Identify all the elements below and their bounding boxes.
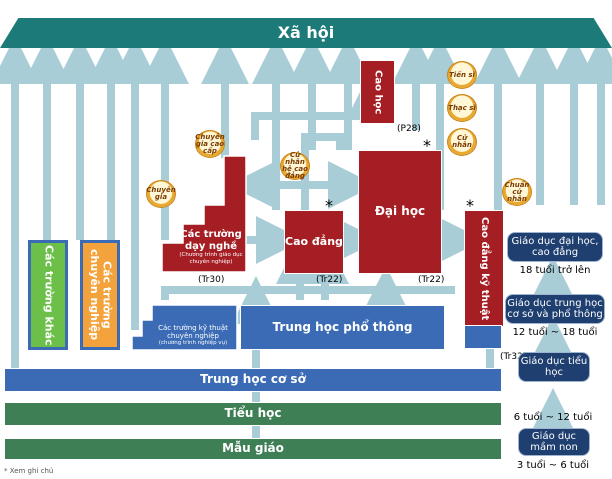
truong-chuyen-nghiep-label: Các trường chuyên nghiệp — [88, 249, 114, 341]
legend-dai-hoc-cao-dang: Giáo dục đại học, cao đẳng — [507, 232, 603, 262]
ky-thuat-chuyen-nghiep-label-wrap: Các trường kỹ thuật chuyên nghiệp (chươn… — [148, 320, 238, 350]
star-cao-dang-ky-thuat: * — [466, 196, 474, 215]
technical-step-shape — [131, 304, 238, 351]
badge-cu-nhan-he-cao-dang: Cử nhân hệ cao đẳng — [280, 152, 310, 180]
truong-day-nghe-note: (Chương trình giáo dục chuyên nghiệp) — [179, 252, 243, 265]
thcs-label: Trung học cơ sở — [200, 372, 306, 387]
truong-chuyen-nghiep-box: Các trường chuyên nghiệp — [80, 240, 120, 350]
legend-mam-non: Giáo dục mầm non — [518, 428, 590, 456]
tr22-ref-a: (Tr22) — [316, 275, 343, 285]
ky-thuat-chuyen-nghiep-label: Các trường kỹ thuật chuyên nghiệp — [158, 323, 228, 340]
truong-day-nghe-label: Các trường dạy nghề — [180, 229, 242, 252]
thpt-label: Trung học phổ thông — [272, 319, 413, 334]
dai-hoc-label: Đại học — [374, 204, 426, 219]
badge-cu-nhan: Cử nhân — [447, 128, 477, 156]
cao-dang-label: Cao đẳng — [285, 234, 343, 248]
tieu-hoc-bar: Tiểu học — [4, 402, 502, 426]
tr30-ref: (Tr30) — [198, 275, 225, 285]
thpt-box: Trung học phổ thông — [240, 305, 445, 350]
tieu-hoc-label: Tiểu học — [224, 406, 282, 421]
truong-day-nghe-label-wrap: Các trường dạy nghề (Chương trình giáo d… — [175, 222, 247, 272]
tr32-ref: (Tr32) — [500, 352, 527, 362]
cao-hoc-label: Cao học — [372, 69, 384, 115]
badge-thac-si: Thạc sĩ — [447, 94, 477, 122]
tr22-ref-b: (Tr22) — [418, 275, 445, 285]
cao-dang-ky-thuat-base — [464, 325, 502, 349]
badge-chuan-cu-nhan: Chuẩn cử nhân — [502, 178, 532, 206]
legend-age-3-6: 3 tuổi ~ 6 tuổi — [516, 460, 590, 471]
dai-hoc-box: Đại học — [358, 150, 442, 274]
society-label: Xã hội — [277, 22, 335, 42]
society-bar: Xã hội — [0, 18, 612, 48]
badge-chuyen-gia: Chuyên gia — [146, 180, 176, 208]
mau-giao-bar: Mẫu giáo — [4, 438, 502, 460]
cao-dang-ky-thuat-label: Cao đẳng kỹ thuật — [478, 216, 490, 321]
legend-age-12-18: 12 tuổi ~ 18 tuổi — [512, 327, 598, 338]
legend-age-18-plus: 18 tuổi trở lên — [519, 265, 591, 276]
footnote: * Xem ghi chú — [4, 467, 54, 475]
vocational-step-shape — [161, 155, 247, 273]
legend-trung-hoc: Giáo dục trung học cơ sở và phổ thông — [505, 294, 605, 324]
cao-dang-ky-thuat-box: Cao đẳng kỹ thuật — [464, 210, 504, 327]
ky-thuat-chuyen-nghiep-note: (chương trình nghiệp vụ) — [158, 339, 228, 346]
truong-khac-box: Các trường khác — [28, 240, 68, 350]
cao-dang-box: Cao đẳng — [284, 210, 344, 274]
badge-chuyen-gia-cao-cap: Chuyên gia cao cấp — [195, 130, 225, 158]
legend-tieu-hoc: Giáo dục tiểu học — [518, 352, 590, 382]
thcs-bar: Trung học cơ sở — [4, 368, 502, 392]
badge-tien-si: Tiến sĩ — [447, 61, 477, 89]
star-dai-hoc: * — [423, 136, 431, 155]
truong-khac-label: Các trường khác — [42, 244, 56, 346]
p28-ref: (P28) — [397, 124, 421, 134]
star-cao-dang: * — [325, 196, 333, 215]
cao-hoc-box: Cao học — [360, 60, 395, 124]
mau-giao-label: Mẫu giáo — [222, 441, 284, 456]
legend-age-6-12: 6 tuổi ~ 12 tuổi — [513, 412, 593, 423]
